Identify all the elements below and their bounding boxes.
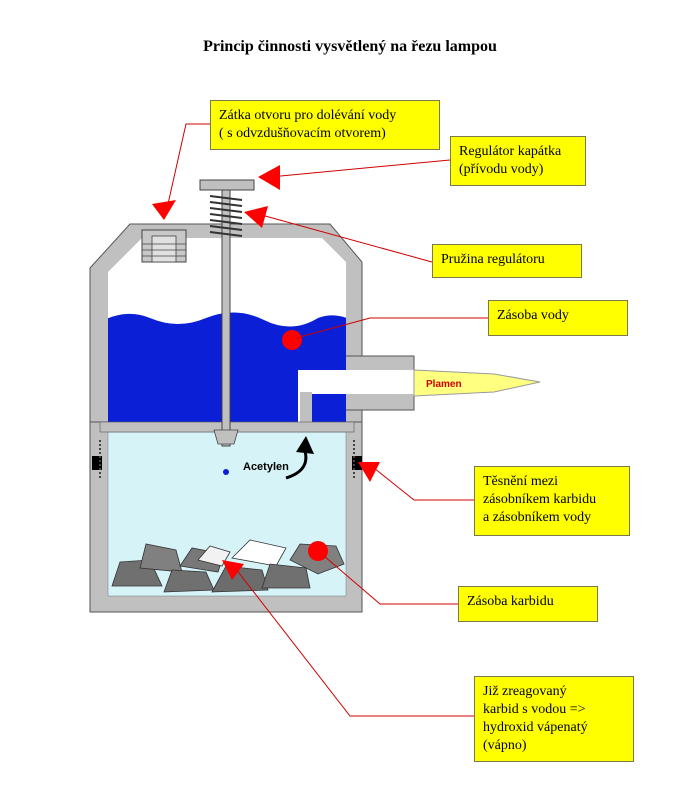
water-marker-dot [282, 330, 302, 350]
callout-seal-line-3: a zásobníkem vody [483, 510, 592, 525]
callout-carbide-reserve: Zásoba karbidu [458, 586, 598, 622]
page-title: Princip činnosti vysvětlený na řezu lamp… [203, 38, 497, 55]
channel-divider [300, 392, 312, 426]
drip-nozzle [213, 429, 239, 445]
callout-reacted-carbide-line-2: karbid s vodou => [483, 702, 586, 717]
callout-spring: Pružina regulátoru [432, 244, 582, 278]
callout-regulator-line-1: Regulátor kapátka [459, 144, 562, 159]
regulator-rod [221, 189, 231, 447]
callout-water-reserve: Zásoba vody [488, 300, 628, 336]
filler-plug [141, 229, 187, 263]
callout-seal: Těsnění mezi zásobníkem karbidu a zásobn… [474, 466, 630, 536]
callout-plug-line-2: ( s odvzdušňovacím otvorem) [219, 126, 386, 141]
water-pocket [318, 398, 344, 422]
seal-left [92, 456, 102, 470]
callout-spring-line-1: Pružina regulátoru [441, 252, 545, 267]
flame-label: Plamen [426, 379, 462, 390]
callout-plug-line-1: Zátka otvoru pro dolévání vody [219, 108, 397, 123]
seal-right [352, 456, 362, 470]
regulator-spring [209, 195, 243, 237]
regulator [199, 179, 255, 475]
flame [413, 369, 541, 397]
callout-regulator: Regulátor kapátka (přívodu vody) [450, 136, 586, 186]
callout-seal-line-1: Těsnění mezi [483, 474, 559, 489]
carbide-marker-dot [308, 541, 328, 561]
callout-regulator-line-2: (přívodu vody) [459, 162, 544, 177]
leader-arrowheads [152, 165, 380, 580]
callout-plug: Zátka otvoru pro dolévání vody ( s odvzd… [210, 100, 440, 150]
acetylene-label: Acetylen [243, 461, 289, 473]
callout-reacted-carbide-line-3: hydroxid vápenatý [483, 720, 588, 735]
callout-reacted-carbide-line-1: Již zreagovaný [483, 684, 567, 699]
callout-carbide-reserve-line-1: Zásoba karbidu [467, 594, 554, 609]
acetylene-arrow-head [296, 436, 314, 454]
callout-reacted-carbide-line-4: (vápno) [483, 738, 527, 753]
regulator-knob [199, 179, 255, 191]
callout-water-reserve-line-1: Zásoba vody [497, 308, 569, 323]
callout-seal-line-2: zásobníkem karbidu [483, 492, 597, 507]
callout-reacted-carbide: Již zreagovaný karbid s vodou => hydroxi… [474, 676, 634, 762]
gas-channel [298, 370, 414, 424]
leader-lines [167, 123, 488, 717]
water-drop [223, 469, 229, 475]
